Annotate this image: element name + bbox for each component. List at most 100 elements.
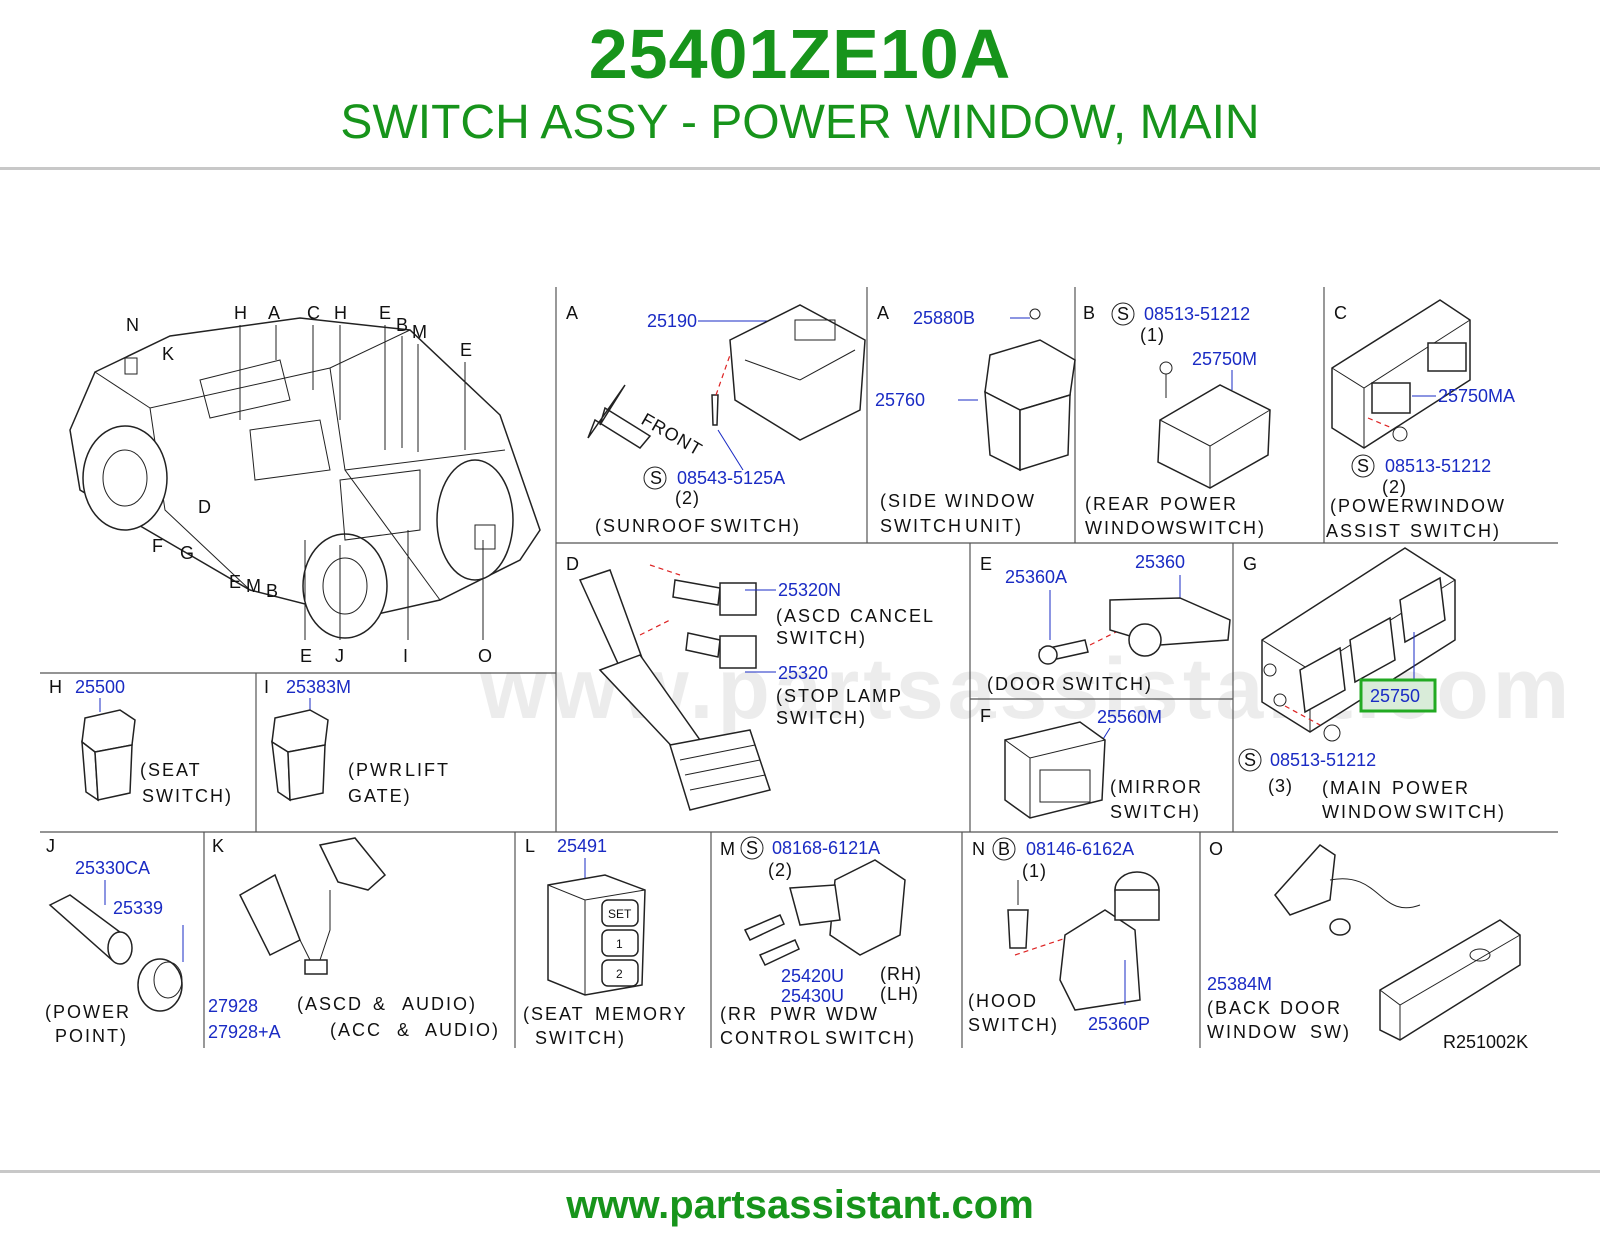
panel-m-caption-1: (RR (720, 1004, 758, 1024)
overview-label-e3: E (229, 572, 242, 592)
footer-divider (0, 1170, 1600, 1173)
panel-a2-caption-4: UNIT) (965, 516, 1023, 536)
vehicle-overview (69, 317, 541, 639)
part-25360[interactable]: 25360 (1135, 552, 1185, 572)
panel-d-caption-3: SWITCH) (776, 628, 867, 648)
panel-k-caption-1: (ASCD (297, 994, 363, 1014)
panel-d-ascd-stop-lamp-switch: D 25320N 25320 (ASCD CANCEL SWITCH) (STO… (566, 554, 935, 811)
overview-label-m2: M (246, 576, 262, 596)
overview-label-h2: H (334, 303, 348, 323)
panel-a1-caption-1: (SUNROOF (595, 516, 707, 536)
overview-label-a: A (268, 303, 281, 323)
panel-j-letter: J (46, 836, 56, 856)
part-08513-51212-g[interactable]: 08513-51212 (1270, 750, 1376, 770)
panel-e-letter: E (980, 554, 993, 574)
panel-n-letter: N (972, 839, 986, 859)
part-25880b[interactable]: 25880B (913, 308, 975, 328)
seat-memory-set-button: SET (608, 907, 632, 921)
panel-k-caption-5: & (397, 1020, 411, 1040)
panel-o-caption-3: WINDOW (1207, 1022, 1298, 1042)
panel-c-letter: C (1334, 303, 1348, 323)
panel-grid (40, 287, 1558, 1048)
panel-g-caption-2: POWER (1392, 778, 1470, 798)
part-25750ma[interactable]: 25750MA (1438, 386, 1515, 406)
highlight-box (1359, 678, 1437, 713)
part-25491[interactable]: 25491 (557, 836, 607, 856)
part-25750-highlighted[interactable]: 25750 (1370, 686, 1420, 706)
overview-label-k: K (162, 344, 175, 364)
panel-d-caption-2: CANCEL (850, 606, 935, 626)
panel-m-letter: M (720, 839, 736, 859)
part-25383m[interactable]: 25383M (286, 677, 351, 697)
panel-m-rr-pwr-wdw-control-switch: M S 08168-6121A (2) 25420U 25430U (RH) (… (720, 836, 921, 1048)
part-25330ca[interactable]: 25330CA (75, 858, 150, 878)
part-25190[interactable]: 25190 (647, 311, 697, 331)
panel-h-letter: H (49, 677, 63, 697)
part-25339[interactable]: 25339 (113, 898, 163, 918)
panel-m-screw-mark: S (746, 838, 759, 858)
panel-f-caption-2: SWITCH) (1110, 802, 1201, 822)
panel-d-caption-1: (ASCD (776, 606, 842, 626)
part-25360p[interactable]: 25360P (1088, 1014, 1150, 1034)
panel-a-side-window-switch: A 25880B 25760 (SIDE WINDOW SWITCH UNIT) (875, 303, 1076, 536)
panel-c-power-window-assist-switch: C 25750MA S 08513-51212 (2) (POWER WINDO… (1326, 299, 1515, 541)
overview-label-j: J (335, 646, 345, 666)
part-08543-5125a[interactable]: 08543-5125A (677, 468, 785, 488)
panel-g-caption-3: WINDOW (1322, 802, 1413, 822)
part-27928[interactable]: 27928 (208, 996, 258, 1016)
panel-o-caption-1: (BACK (1207, 998, 1272, 1018)
panel-k-caption-6: AUDIO) (425, 1020, 500, 1040)
panel-g-qty: (3) (1268, 776, 1293, 796)
overview-label-e4: E (300, 646, 313, 666)
panel-m-caption-4: CONTROL (720, 1028, 822, 1048)
panel-k-caption-4: (ACC (330, 1020, 382, 1040)
panel-i-caption-2: LIFT (405, 760, 450, 780)
part-25360a[interactable]: 25360A (1005, 567, 1067, 587)
front-arrow (587, 384, 652, 449)
part-25560m[interactable]: 25560M (1097, 707, 1162, 727)
panel-f-letter: F (980, 706, 992, 726)
part-25384m[interactable]: 25384M (1207, 974, 1272, 994)
part-27928-a[interactable]: 27928+A (208, 1022, 281, 1042)
panel-n-hood-switch: N B 08146-6162A (1) 25360P (HOOD SWITCH) (968, 837, 1160, 1035)
panel-n-screw-mark: B (998, 839, 1011, 859)
overview-label-g: G (180, 543, 195, 563)
part-25750m[interactable]: 25750M (1192, 349, 1257, 369)
part-08513-51212-c[interactable]: 08513-51212 (1385, 456, 1491, 476)
part-25430u[interactable]: 25430U (781, 986, 844, 1006)
footer-url[interactable]: www.partsassistant.com (566, 1183, 1034, 1227)
panel-m-caption-5: SWITCH) (825, 1028, 916, 1048)
panel-b-screw-mark: S (1117, 304, 1130, 324)
panel-d-letter: D (566, 554, 580, 574)
panel-b-caption-1: (REAR (1085, 494, 1151, 514)
panel-g-screw-mark: S (1244, 750, 1257, 770)
panel-k-caption-2: & (373, 994, 387, 1014)
part-name-subtitle: SWITCH ASSY - POWER WINDOW, MAIN (340, 96, 1260, 149)
panel-l-caption-1: (SEAT (523, 1004, 585, 1024)
panel-d-caption-4: (STOP (776, 686, 841, 706)
panel-g-caption-1: (MAIN (1322, 778, 1383, 798)
part-08168-6121a[interactable]: 08168-6121A (772, 838, 880, 858)
header-divider (0, 167, 1600, 170)
panel-c-caption-2: WINDOW (1415, 496, 1506, 516)
panel-m-qty: (2) (768, 860, 793, 880)
panel-o-back-door-window-sw: O 25384M (BACK DOOR WINDOW SW) R251002K (1207, 839, 1528, 1052)
panel-o-caption-4: SW) (1310, 1022, 1351, 1042)
panel-c-qty: (2) (1382, 477, 1407, 497)
part-25320n[interactable]: 25320N (778, 580, 841, 600)
part-25420u[interactable]: 25420U (781, 966, 844, 986)
panel-b-caption-3: WINDOW (1085, 518, 1176, 538)
panel-g-main-power-window-switch: G 25750 S 08513-51212 (3) (MAIN POWER WI… (1238, 547, 1504, 822)
part-25320[interactable]: 25320 (778, 663, 828, 683)
overview-label-f: F (152, 536, 164, 556)
panel-a2-caption-3: SWITCH (880, 516, 963, 536)
part-08146-6162a[interactable]: 08146-6162A (1026, 839, 1134, 859)
overview-label-m: M (412, 322, 428, 342)
part-08513-51212-b[interactable]: 08513-51212 (1144, 304, 1250, 324)
part-25500[interactable]: 25500 (75, 677, 125, 697)
overview-label-h: H (234, 303, 248, 323)
panel-k-ascd-audio-switch: K 27928 27928+A (ASCD & AUDIO) (ACC & AU… (208, 836, 500, 1042)
panel-m-caption-3: WDW (826, 1004, 879, 1024)
part-25760[interactable]: 25760 (875, 390, 925, 410)
